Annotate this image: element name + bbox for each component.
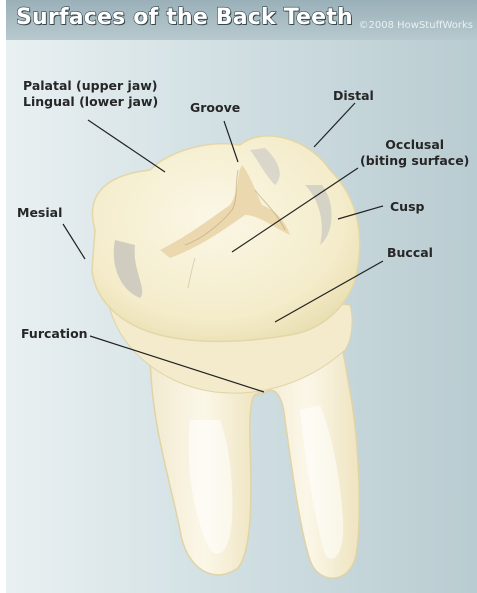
label-occlusal: Occlusal (biting surface) — [360, 137, 469, 169]
label-distal: Distal — [333, 88, 374, 104]
label-lingual: Lingual (lower jaw) — [23, 94, 158, 110]
label-occlusal-line1: Occlusal — [360, 137, 469, 153]
label-furcation: Furcation — [21, 326, 88, 342]
leader-palatal — [88, 120, 165, 172]
label-occlusal-line2: (biting surface) — [360, 153, 469, 169]
label-palatal-lingual: Palatal (upper jaw) Lingual (lower jaw) — [23, 78, 158, 110]
label-buccal: Buccal — [387, 245, 433, 261]
label-cusp: Cusp — [390, 199, 424, 215]
tooth-crown — [92, 136, 360, 342]
label-mesial: Mesial — [17, 205, 62, 221]
label-groove: Groove — [190, 100, 240, 116]
label-palatal: Palatal (upper jaw) — [23, 78, 158, 94]
leader-mesial — [63, 224, 85, 259]
leader-distal — [314, 103, 355, 147]
